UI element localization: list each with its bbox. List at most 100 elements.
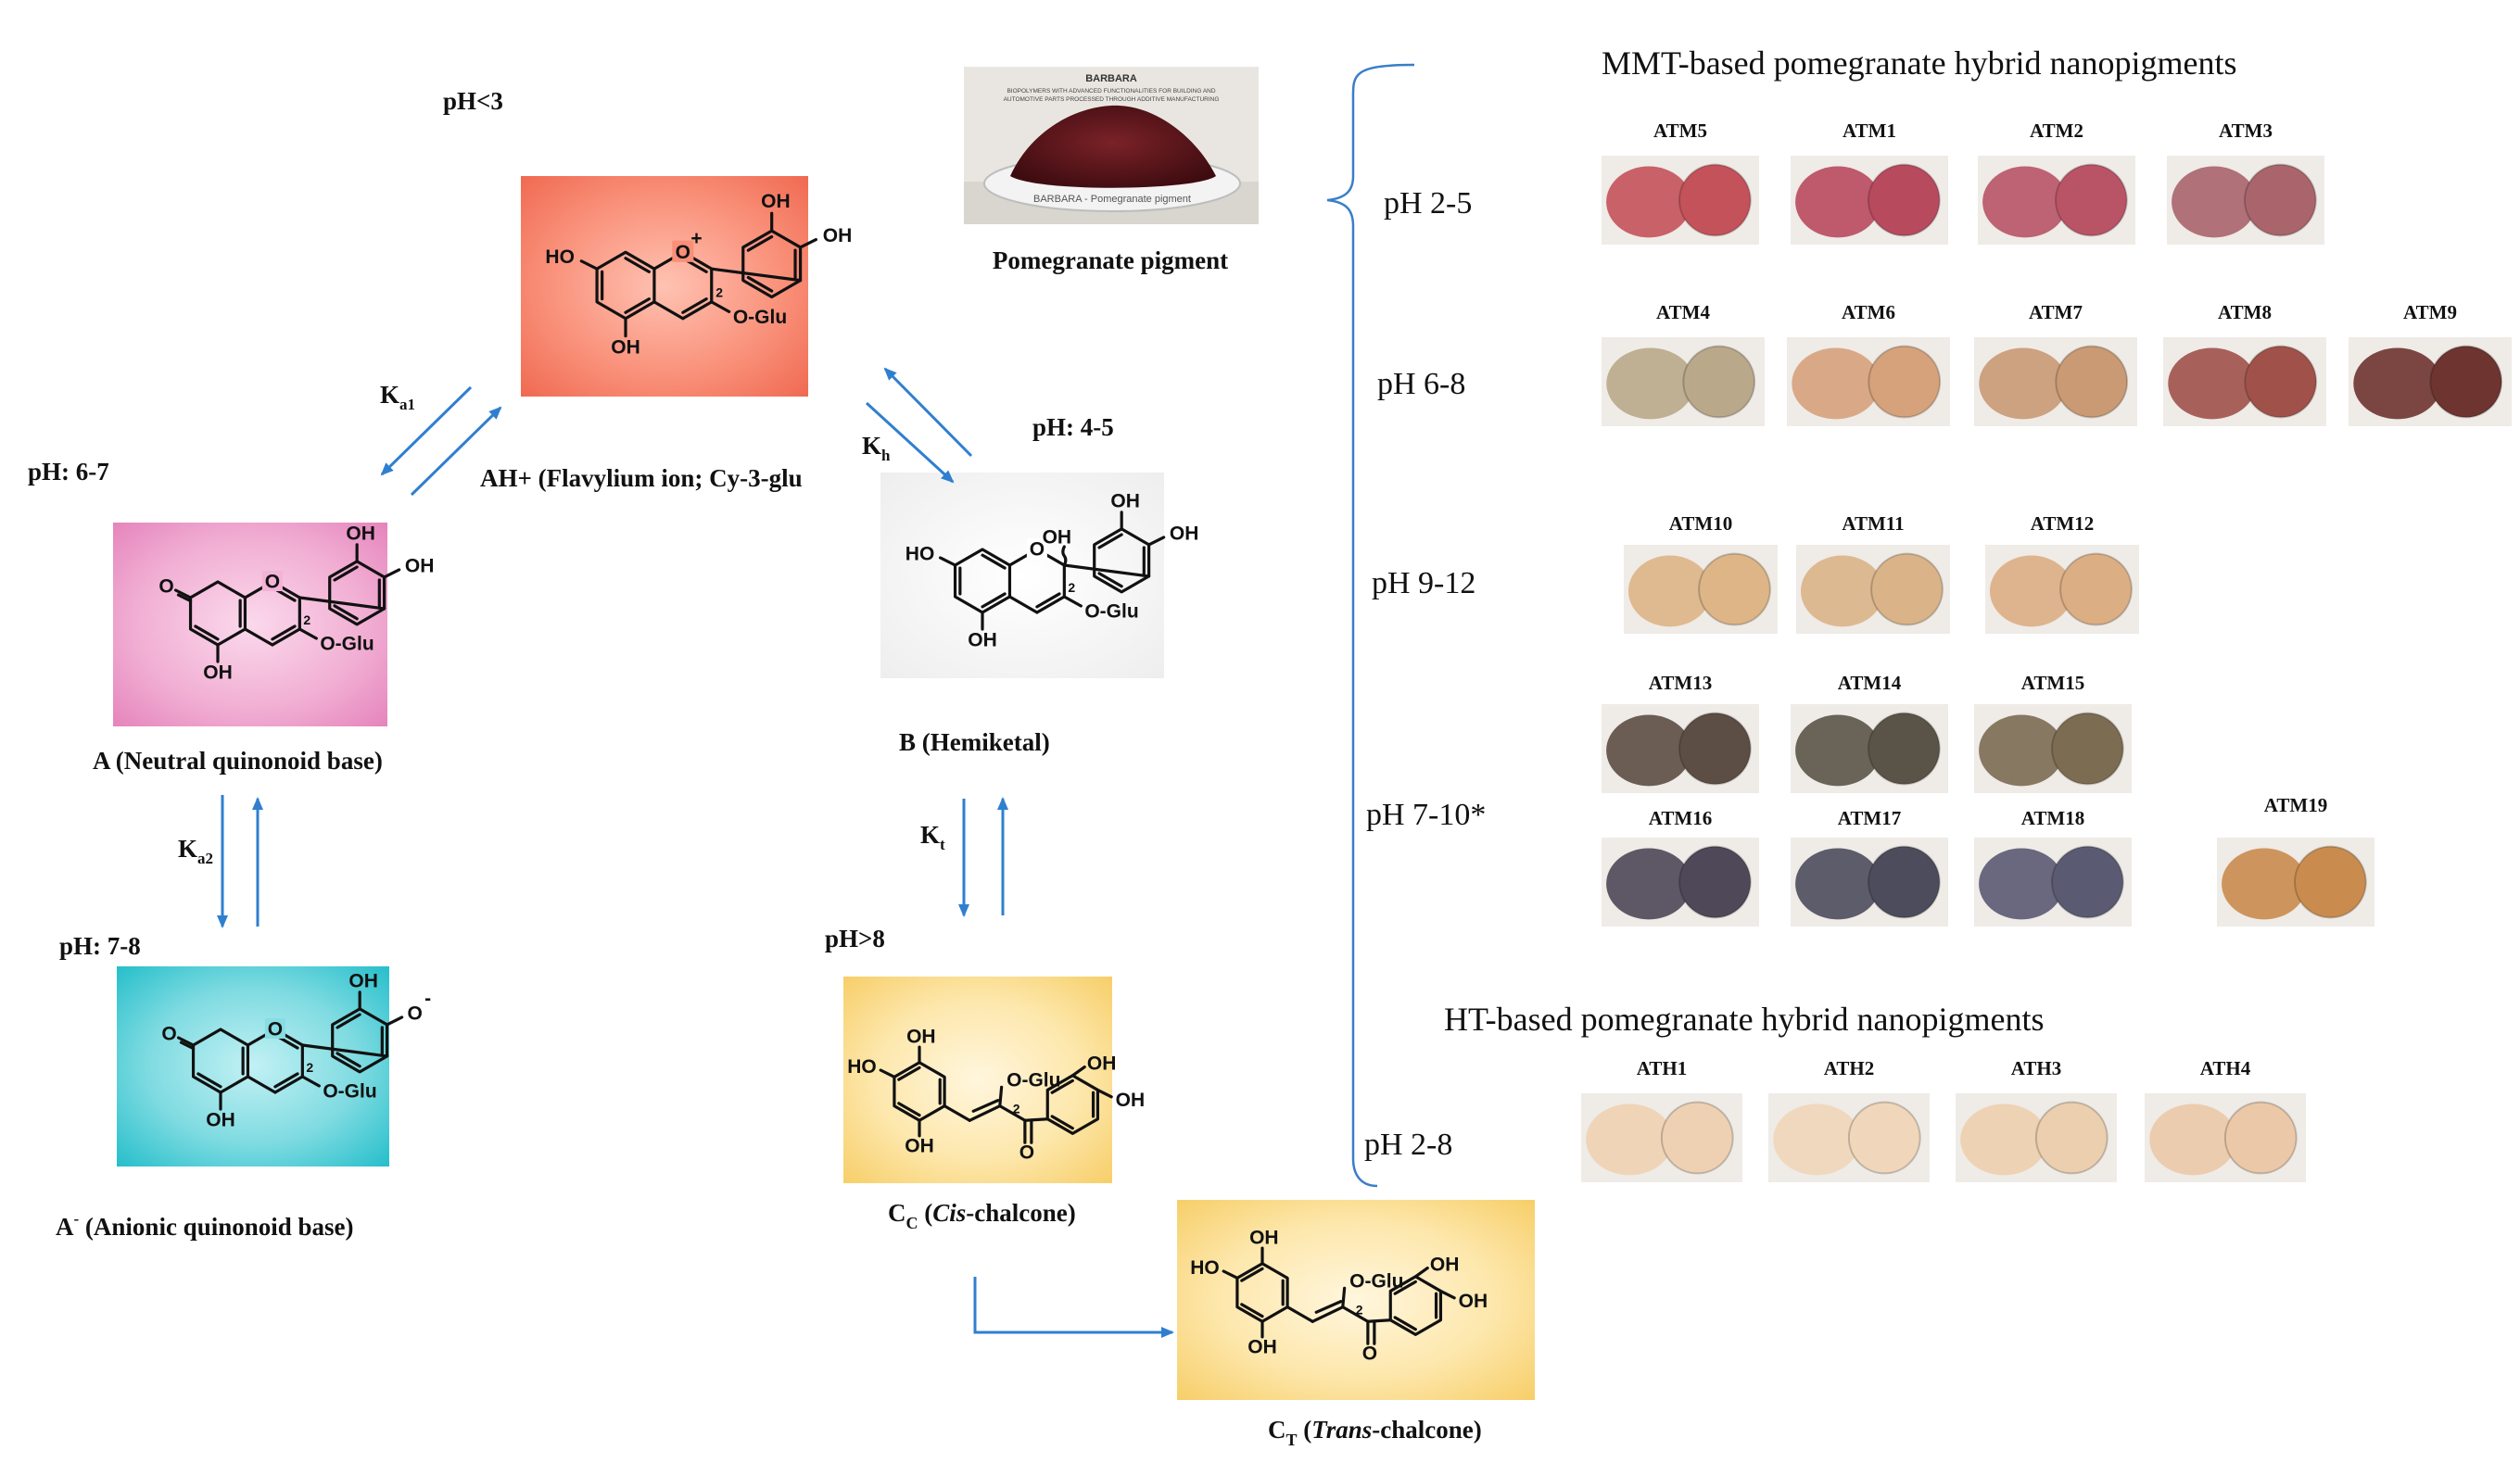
arrow-cis-to-trans-chalcone: [973, 1277, 1174, 1338]
sample-label: ATM10: [1669, 512, 1732, 535]
double-bond: [746, 234, 774, 252]
label-line-1: BIOPOLYMERS WITH ADVANCED FUNCTIONALITIE…: [1007, 88, 1215, 95]
flavylium-label: AH+ (Flavylium ion; Cy-3-glu: [480, 464, 803, 492]
double-bond: [179, 1040, 196, 1051]
double-bond: [897, 1102, 921, 1117]
sample-label: ATM15: [2021, 672, 2084, 694]
bond: [1222, 1269, 1239, 1280]
ring-oxygen: O: [1030, 539, 1045, 561]
sample-atm17: ATM17: [1791, 807, 1948, 927]
sample-powder: [2149, 1104, 2237, 1176]
bond: [386, 1015, 404, 1027]
keto-oxygen: O: [161, 1024, 176, 1045]
double-bond: [194, 624, 220, 641]
sample-pellet: [2244, 163, 2317, 237]
sample-pellet: [1867, 163, 1941, 237]
keto-oxygen: O: [158, 576, 173, 598]
mmt-ph-9-12: pH 9-12: [1372, 566, 1475, 600]
sample-powder: [1795, 714, 1881, 787]
sample-powder: [1792, 347, 1881, 420]
cis-chalcone-label: CC (Cis-chalcone): [888, 1199, 1076, 1232]
sample-label: ATM1: [1843, 120, 1896, 142]
ring-oxygen: O: [676, 242, 690, 263]
bond: [273, 1075, 304, 1094]
double-bond: [1240, 1303, 1264, 1318]
double-bond: [196, 1072, 222, 1089]
mmt-ph-7-10: pH 7-10*: [1366, 798, 1486, 832]
sample-label: ATM7: [2029, 301, 2083, 323]
double-bond: [1314, 1300, 1343, 1314]
bond: [243, 627, 274, 647]
sample-atm13: ATM13: [1602, 672, 1759, 793]
bond: [938, 556, 957, 567]
oh-a2: OH: [1249, 1228, 1279, 1249]
double-bond: [336, 1052, 361, 1068]
double-bond: [746, 275, 774, 293]
bond: [681, 300, 714, 321]
anionic-base-box: [117, 966, 389, 1167]
sample-label: ATM12: [2031, 512, 2094, 535]
sample-label: ATM5: [1653, 120, 1707, 142]
double-bond: [176, 593, 193, 603]
double-bond: [273, 1072, 299, 1089]
sample-pellet: [2051, 845, 2124, 919]
bond: [879, 1068, 896, 1078]
sample-pellet: [1678, 712, 1752, 786]
sample-powder: [1979, 848, 2064, 920]
bond: [271, 627, 301, 647]
double-bond: [981, 592, 1007, 609]
bond: [1023, 1117, 1049, 1122]
o-glucoside: O-Glu: [1007, 1070, 1060, 1091]
bond: [300, 1043, 389, 1058]
double-bond: [981, 553, 1007, 570]
sample-pellet: [1698, 552, 1771, 626]
sample-pellet: [2294, 845, 2367, 919]
c2-label: 2: [303, 612, 310, 627]
oh-7: HO: [905, 544, 935, 565]
bond: [1035, 595, 1066, 614]
bond: [298, 596, 386, 611]
bond: [652, 300, 685, 321]
sample-atm14: ATM14: [1791, 672, 1948, 793]
atom-mask: [264, 1018, 285, 1039]
bond: [1366, 1318, 1392, 1323]
sample-powder: [1800, 555, 1884, 627]
sample-pellet: [2055, 345, 2129, 419]
bond: [998, 1104, 1027, 1122]
c2-label: 2: [1356, 1302, 1363, 1317]
bond: [968, 1104, 1002, 1122]
sample-powder: [2168, 347, 2257, 420]
double-bond: [1097, 572, 1123, 588]
sample-label: ATM11: [1842, 512, 1904, 535]
sample-pellet: [1847, 1101, 1921, 1175]
sample-atm5: ATM5: [1602, 120, 1759, 245]
bond: [710, 267, 803, 283]
sample-atm10: ATM10: [1624, 512, 1778, 634]
bond: [1062, 595, 1083, 608]
double-bond: [1035, 592, 1061, 609]
bond: [1341, 1305, 1370, 1323]
sample-pellet: [1678, 163, 1752, 237]
neutral-base-box: [113, 523, 387, 726]
bond: [176, 1036, 196, 1047]
oh-7: HO: [545, 246, 575, 268]
bond: [173, 588, 193, 599]
carbonyl-oxygen: O: [1362, 1343, 1377, 1365]
arrow-flavylium-to-neutral: [380, 385, 473, 476]
label-barbara: BARBARA: [1085, 73, 1137, 84]
sample-pellet: [1868, 345, 1942, 419]
double-bond: [971, 1099, 1000, 1113]
double-bond: [624, 297, 651, 314]
bond: [710, 300, 731, 313]
o-glucoside: O-Glu: [733, 307, 787, 328]
sample-powder: [1773, 1104, 1861, 1176]
oh-3prime: OH: [346, 523, 375, 544]
bond: [1413, 1266, 1429, 1279]
bond: [1070, 1065, 1086, 1078]
oh-4prime: OH: [1170, 523, 1199, 544]
sample-ath1: ATH1: [1581, 1057, 1742, 1182]
